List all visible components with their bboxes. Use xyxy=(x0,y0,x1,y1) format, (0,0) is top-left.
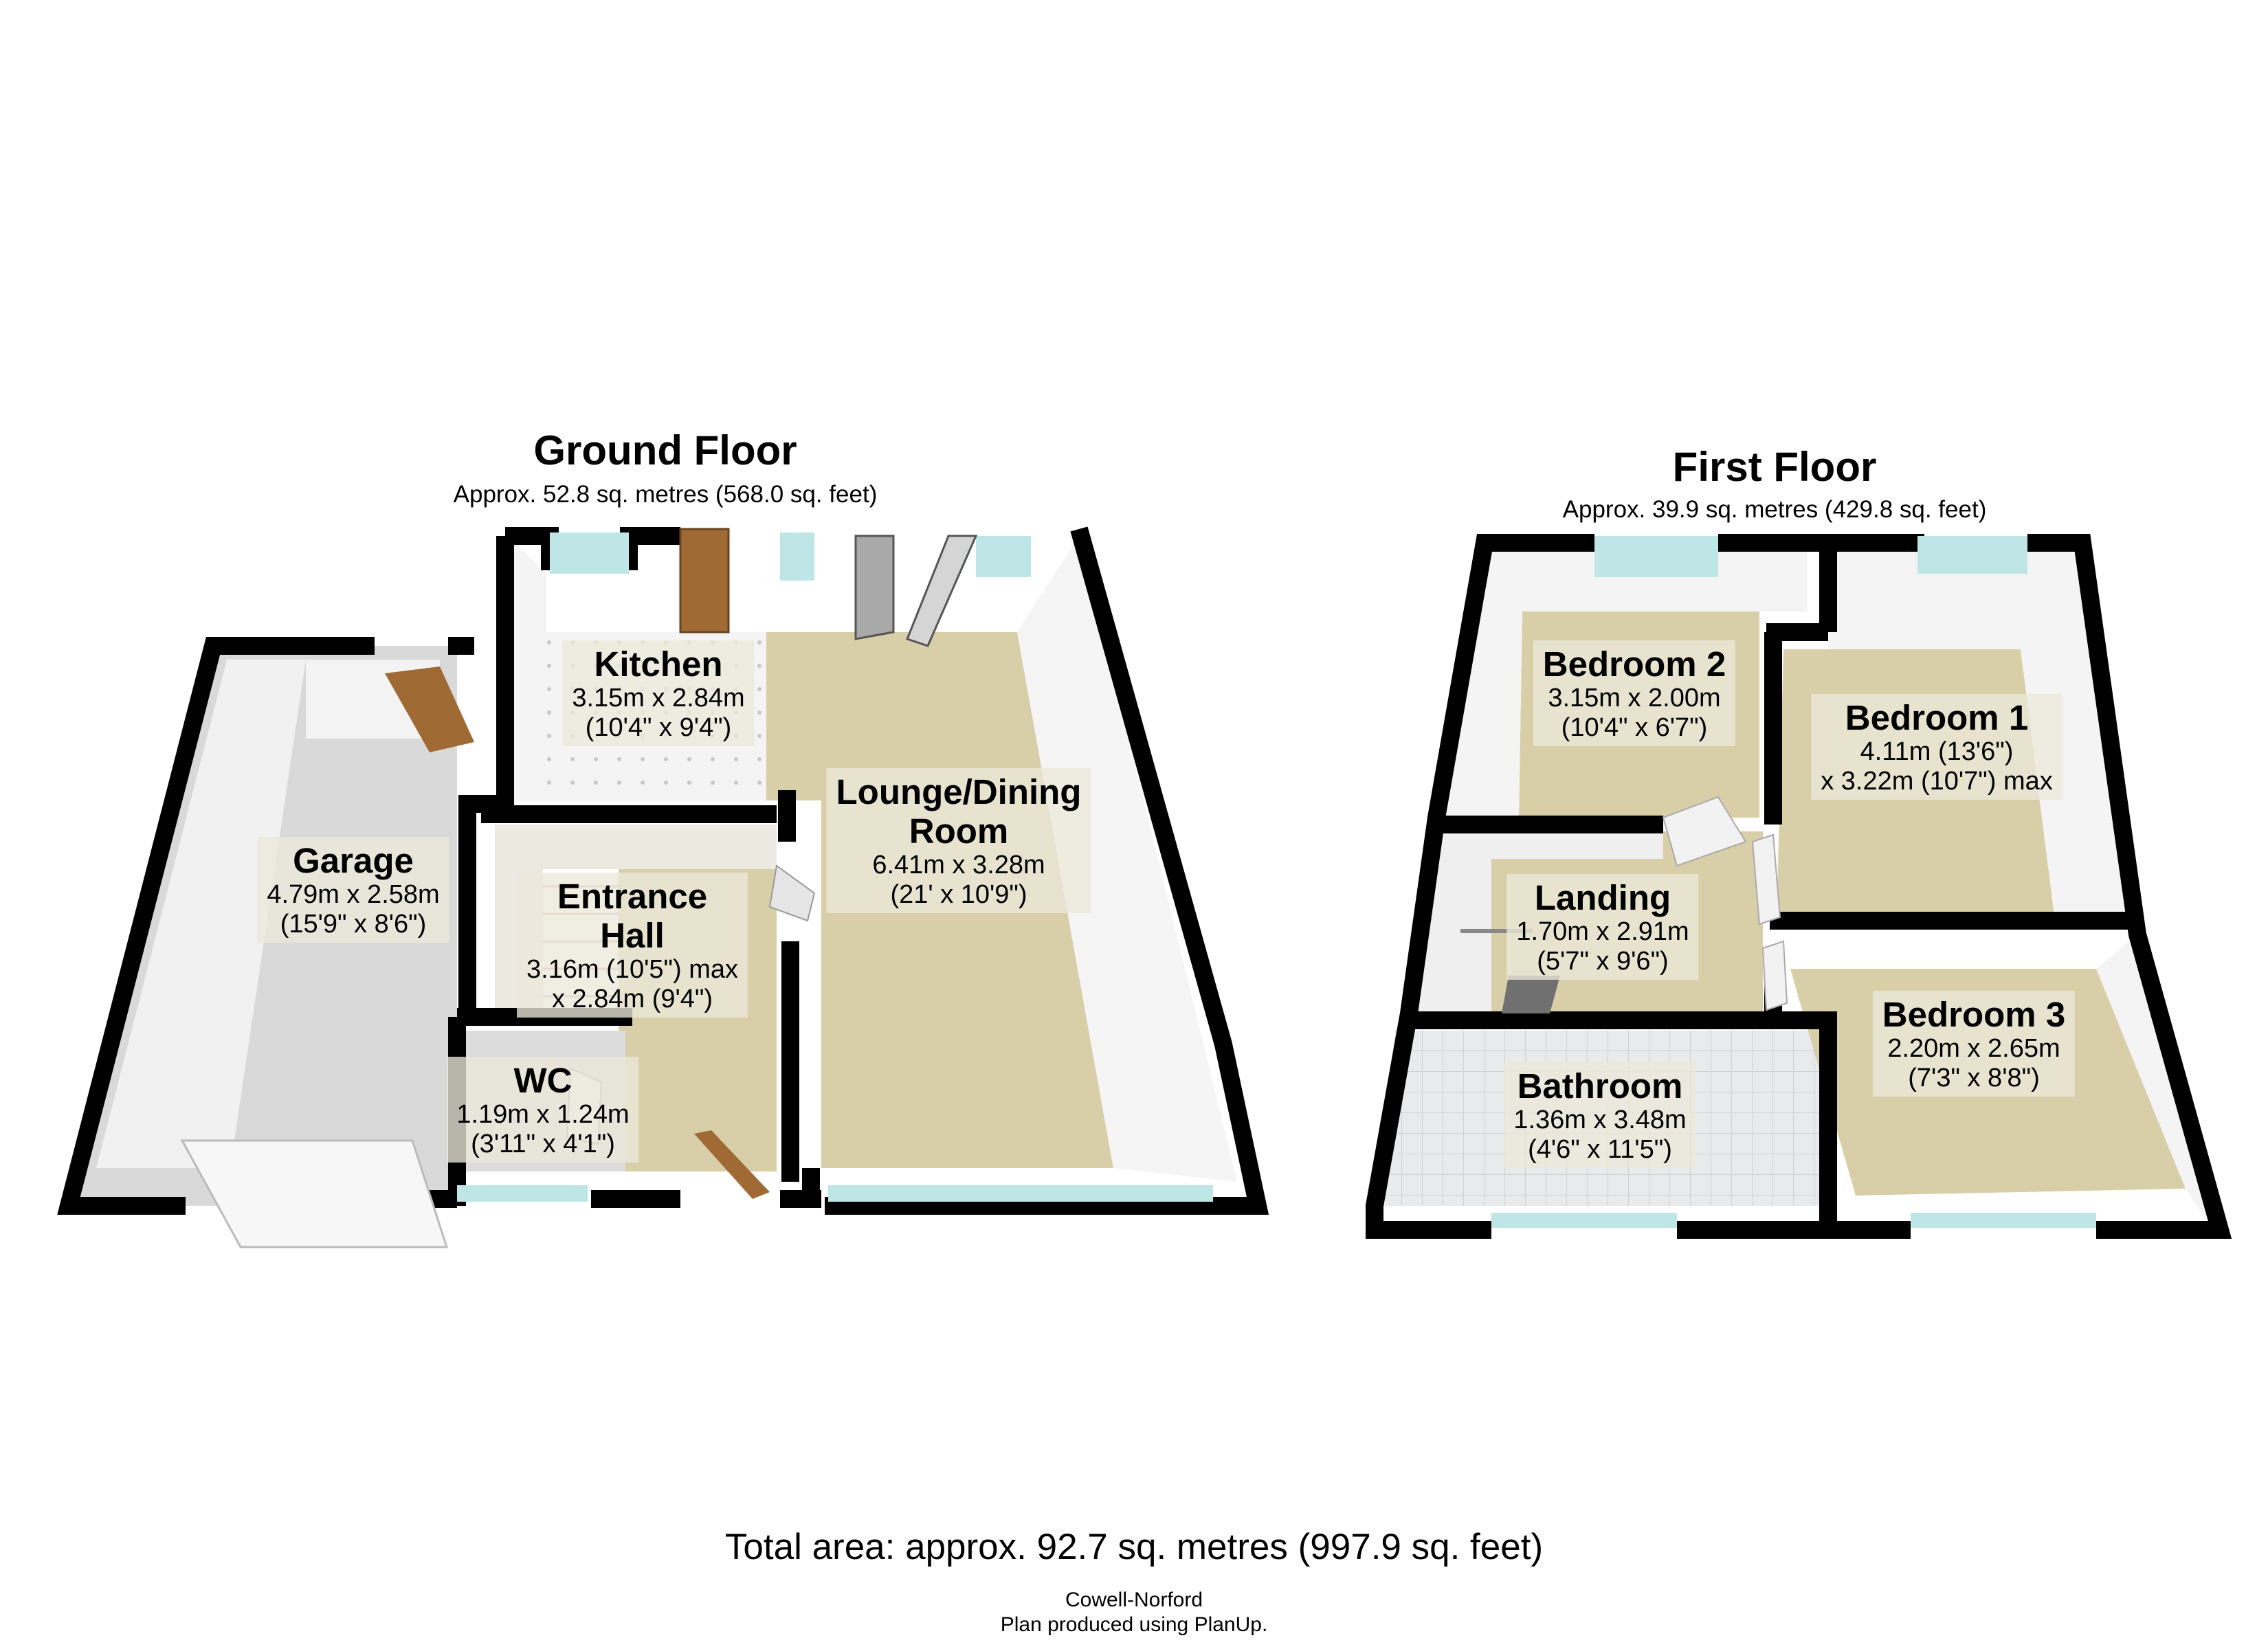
room-label-bathroom: Bathroom 1.36m x 3.48m (4'6" x 11'5") xyxy=(1504,1062,1696,1169)
ground-floor-windows xyxy=(457,532,1213,1202)
room-dimension-imperial: (5'7" x 9'6") xyxy=(1537,946,1669,976)
room-dimension-imperial: x 3.22m (10'7") max xyxy=(1821,766,2053,796)
room-dimension-imperial: (4'6" x 11'5") xyxy=(1528,1134,1672,1164)
room-dimension-imperial: (21' x 10'9") xyxy=(890,879,1027,909)
landing-inner-wall xyxy=(1409,831,1663,1013)
room-label-entrance-hall: Entrance Hall 3.16m (10'5") max x 2.84m … xyxy=(517,873,748,1018)
room-label-landing: Landing 1.70m x 2.91m (5'7" x 9'6") xyxy=(1507,874,1699,980)
bedroom-3-inner-wall xyxy=(2096,934,2213,1230)
room-dimension-imperial: (7'3" x 8'8") xyxy=(1908,1063,2040,1092)
bedroom-1-inner-wall xyxy=(1828,550,2131,921)
lounge-patio-door xyxy=(854,535,895,640)
room-name: Bedroom 2 xyxy=(1542,644,1726,684)
room-dimension-metric: 3.15m x 2.84m xyxy=(572,684,745,713)
room-label-bedroom-1: Bedroom 1 4.11m (13'6") x 3.22m (10'7") … xyxy=(1811,694,2063,800)
room-dimension-imperial: (10'4" x 9'4") xyxy=(585,713,732,742)
room-name: Bathroom xyxy=(1517,1066,1683,1106)
bedroom-3-door xyxy=(1761,940,1788,1011)
hall-internal-door xyxy=(768,864,816,922)
total-area: Total area: approx. 92.7 sq. metres (997… xyxy=(724,1527,1544,1567)
first-floor-area: Approx. 39.9 sq. metres (429.8 sq. feet) xyxy=(1562,496,1987,523)
garage-inner-wall xyxy=(96,660,306,1168)
stairwell-opening xyxy=(1502,976,1560,1013)
agent-name: Cowell-Norford xyxy=(1065,1589,1203,1611)
room-name: Landing xyxy=(1534,878,1671,917)
first-floor-plan xyxy=(1366,534,2232,1239)
garage-up-and-over-door xyxy=(180,1139,449,1248)
room-dimension-metric: 6.41m x 3.28m xyxy=(872,851,1045,880)
garage-wall xyxy=(57,637,375,1215)
ground-floor-area: Approx. 52.8 sq. metres (568.0 sq. feet) xyxy=(453,481,878,508)
room-label-wc: WC 1.19m x 1.24m (3'11" x 4'1") xyxy=(447,1057,639,1163)
room-dimension-imperial: x 2.84m (9'4") xyxy=(551,984,713,1013)
room-dimension-metric: 2.20m x 2.65m xyxy=(1887,1034,2060,1064)
room-name: Kitchen xyxy=(594,644,723,684)
room-dimension-metric: 4.79m x 2.58m xyxy=(267,880,440,910)
first-floor-windows xyxy=(1491,536,2096,1228)
room-dimension-metric: 3.15m x 2.00m xyxy=(1548,684,1721,713)
airing-cupboard-door xyxy=(1662,796,1747,867)
lounge-inner-wall xyxy=(1017,536,1237,1182)
front-door xyxy=(694,1130,770,1199)
room-label-bedroom-3: Bedroom 3 2.20m x 2.65m (7'3" x 8'8") xyxy=(1872,991,2076,1097)
room-name: Lounge/Dining Room xyxy=(836,772,1082,851)
plan-credit: Plan produced using PlanUp. xyxy=(1000,1613,1268,1636)
room-name: Bedroom 1 xyxy=(1845,698,2029,737)
lounge-patio-door xyxy=(906,535,978,647)
kitchen-back-door xyxy=(679,528,730,633)
room-dimension-metric: 1.19m x 1.24m xyxy=(456,1100,630,1130)
room-dimension-metric: 3.16m (10'5") max xyxy=(526,955,738,985)
bedroom-1-door xyxy=(1751,833,1781,926)
room-dimension-metric: 1.70m x 2.91m xyxy=(1516,917,1689,947)
room-label-garage: Garage 4.79m x 2.58m (15'9" x 8'6") xyxy=(257,837,449,943)
ground-floor-plan xyxy=(57,526,1269,1248)
room-dimension-metric: 1.36m x 3.48m xyxy=(1513,1106,1687,1135)
ground-floor-title: Ground Floor xyxy=(533,427,797,473)
room-dimension-imperial: (10'4" x 6'7") xyxy=(1561,713,1708,742)
room-label-lounge-dining: Lounge/Dining Room 6.41m x 3.28m (21' x … xyxy=(826,768,1091,914)
room-dimension-imperial: (3'11" x 4'1") xyxy=(471,1129,615,1158)
room-name: Entrance Hall xyxy=(557,877,708,956)
room-name: WC xyxy=(513,1061,572,1100)
room-name: Bedroom 3 xyxy=(1882,995,2066,1034)
first-floor-doors xyxy=(1460,796,1788,1013)
room-dimension-metric: 4.11m (13'6") xyxy=(1860,737,2014,767)
bedroom-2-inner-wall xyxy=(1443,550,1808,818)
room-name: Garage xyxy=(293,841,414,880)
kitchen-inner-wall xyxy=(505,532,546,800)
garage-side-door xyxy=(385,666,474,752)
room-label-kitchen: Kitchen 3.15m x 2.84m (10'4" x 9'4") xyxy=(562,640,755,747)
room-dimension-imperial: (15'9" x 8'6") xyxy=(280,909,427,939)
first-floor-title: First Floor xyxy=(1672,444,1877,490)
first-floor-walls xyxy=(1366,534,2232,1239)
room-label-bedroom-2: Bedroom 2 3.15m x 2.00m (10'4" x 6'7") xyxy=(1533,640,1736,747)
